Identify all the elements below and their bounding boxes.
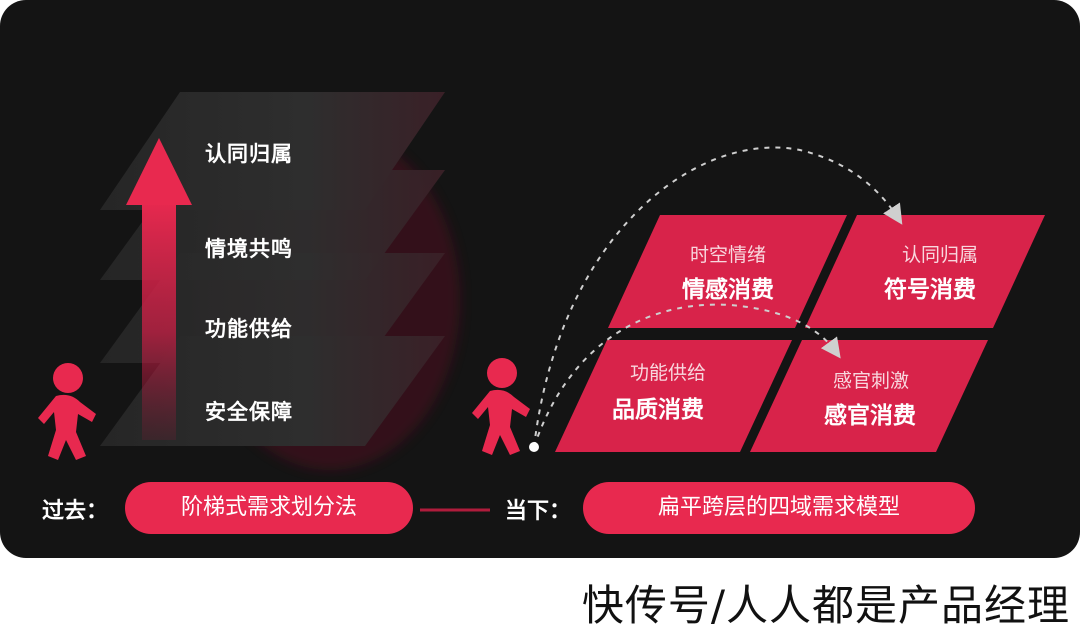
tile-emotion [608, 215, 847, 328]
layer-slab-4 [100, 336, 445, 446]
now-caption-key: 当下： [505, 499, 572, 524]
layer-slab-1 [100, 92, 445, 210]
past-caption-pill: 阶梯式需求划分法 [125, 482, 413, 534]
walking-person-icon [38, 363, 96, 460]
layer-slab-3 [100, 253, 445, 363]
tile-emotion-sub: 时空情绪 [689, 244, 766, 266]
now-caption-pill: 扁平跨层的四域需求模型 [583, 482, 975, 534]
walking-person-icon [472, 358, 530, 455]
up-arrow-icon [126, 138, 192, 440]
origin-dot [529, 442, 539, 452]
past-caption-key: 过去： [42, 499, 109, 524]
layer-label-3: 功能供给 [205, 317, 293, 341]
tile-emotion-main: 情感消费 [682, 277, 774, 303]
tile-sensory-sub: 感官刺激 [832, 370, 909, 392]
tile-sensory [750, 340, 988, 452]
tile-symbol-sub: 认同归属 [901, 244, 978, 266]
layer-label-4: 安全保障 [205, 400, 293, 424]
tile-quality-main: 品质消费 [612, 397, 704, 423]
dotted-curve-arrow-icon [533, 146, 903, 448]
tile-symbol-main: 符号消费 [884, 277, 976, 303]
tile-sensory-main: 感官消费 [824, 403, 916, 429]
diagram-graphics [38, 92, 1045, 512]
tile-symbol [805, 215, 1045, 328]
layer-label-2: 情境共鸣 [205, 237, 293, 261]
tile-quality [555, 340, 792, 452]
dark-panel: 认同归属 情境共鸣 功能供给 安全保障 时空情绪 情感消费 认同归属 符号消费 … [0, 0, 1080, 558]
layer-label-1: 认同归属 [205, 142, 293, 166]
watermark: 快传号/人人都是产品经理 [581, 581, 1070, 630]
tile-quality-sub: 功能供给 [629, 362, 706, 384]
